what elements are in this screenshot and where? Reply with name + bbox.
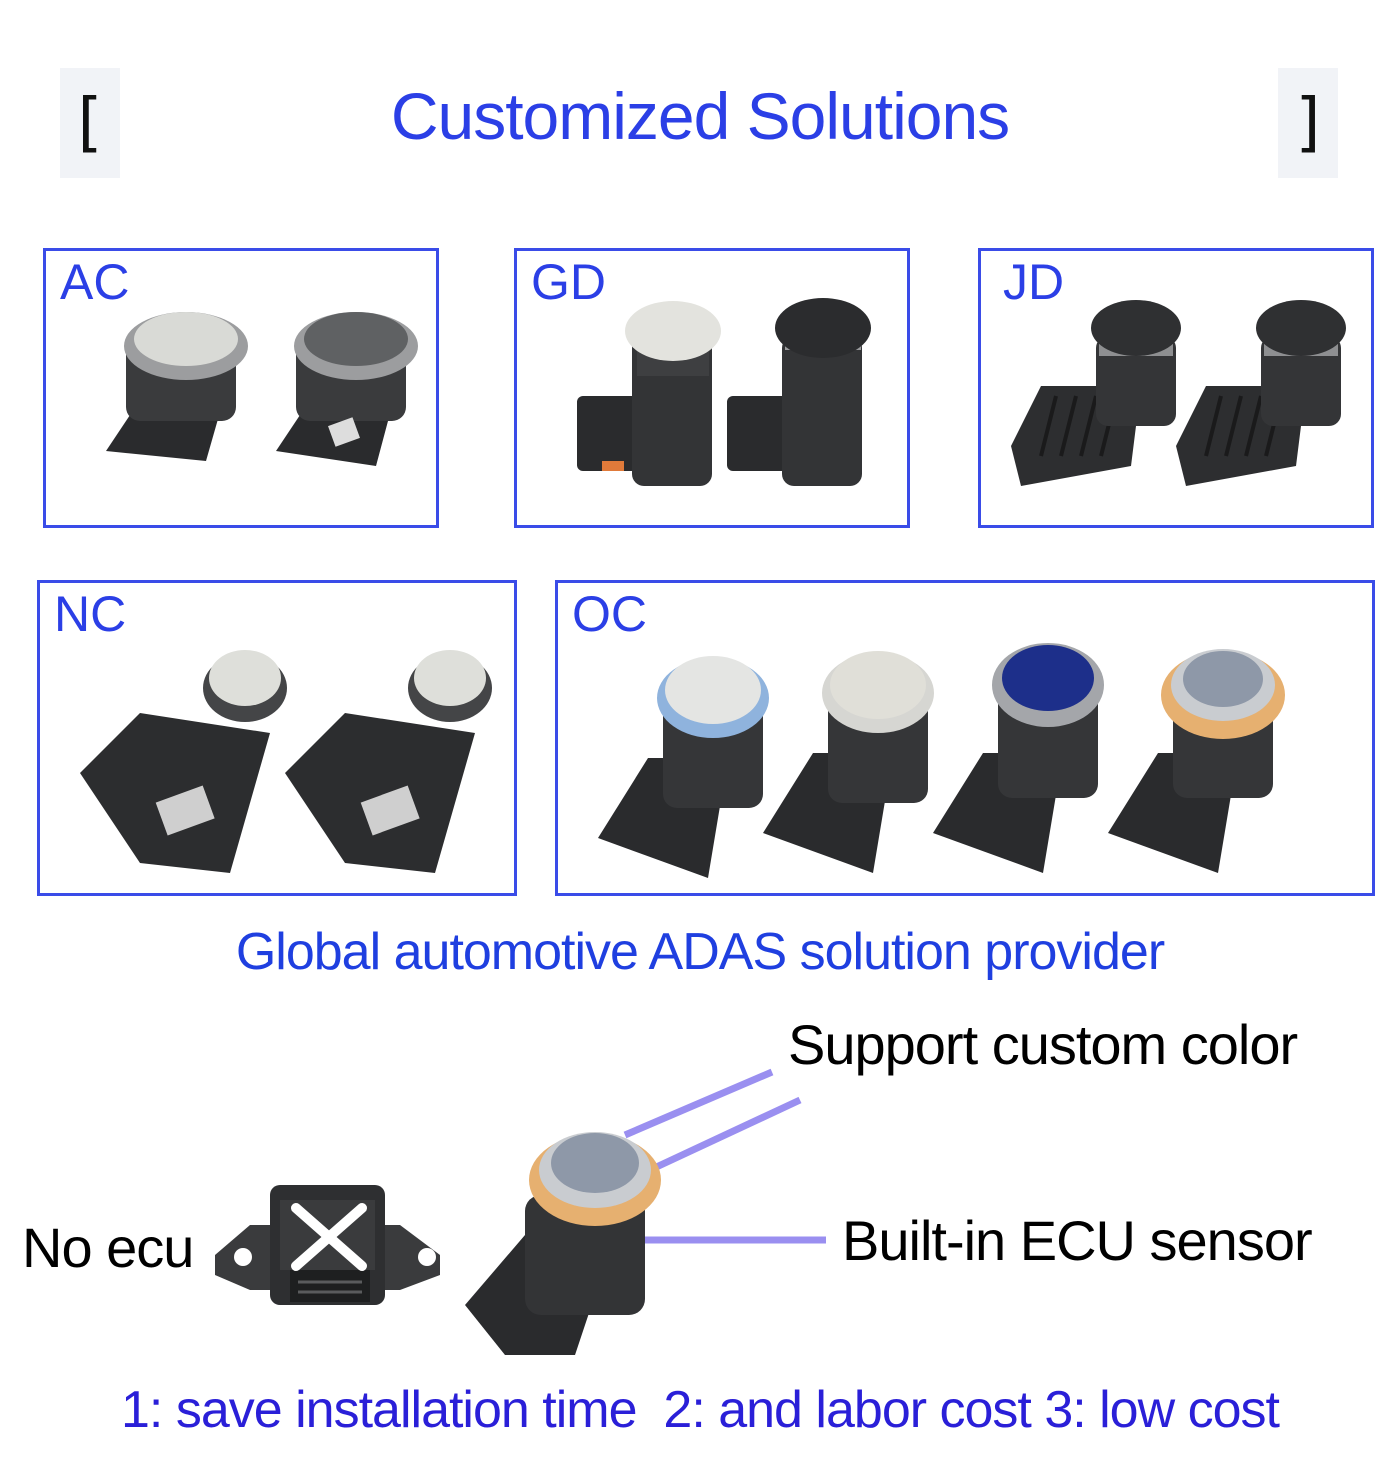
builtin-ecu-label: Built-in ECU sensor [842, 1209, 1313, 1272]
benefits-line: 1: save installation time 2: and labor c… [121, 1381, 1280, 1439]
sensor-image [465, 1132, 661, 1355]
product-group-jd: JD [978, 248, 1374, 528]
sensor-image [933, 643, 1104, 873]
product-group-gd: GD [514, 248, 910, 528]
custom-color-label: Support custom color [788, 1013, 1298, 1076]
sensor-image [1108, 649, 1285, 873]
sensor-images [1011, 300, 1346, 486]
sensor-image [106, 312, 248, 461]
right-bracket: ] [1278, 68, 1338, 178]
sensor-image [727, 298, 871, 486]
product-group-oc: OC [555, 580, 1375, 896]
sensor-image [80, 650, 287, 873]
group-label: JD [1003, 254, 1065, 310]
product-group-nc: NC [37, 580, 517, 896]
sensor-images [577, 298, 871, 486]
group-label: GD [531, 254, 606, 310]
sensor-image [285, 650, 492, 873]
sensor-image [1011, 300, 1181, 486]
product-group-ac: AC [43, 248, 439, 528]
sensor-image [763, 651, 934, 873]
sensor-image [577, 301, 721, 486]
group-label: OC [572, 586, 647, 642]
callout-lines [623, 1068, 826, 1244]
sensor-images [106, 312, 418, 466]
cross-icon [291, 1203, 367, 1271]
tagline: Global automotive ADAS solution provider [235, 923, 1165, 981]
left-bracket-glyph: [ [77, 86, 103, 160]
sensor-images [598, 643, 1285, 878]
sensor-images [80, 650, 492, 873]
sensor-image [276, 312, 418, 466]
right-bracket-glyph: ] [1295, 86, 1321, 160]
group-label: AC [60, 254, 130, 310]
sensor-image [598, 656, 769, 878]
sensor-image [1176, 300, 1346, 486]
group-label: NC [54, 586, 127, 642]
left-bracket: [ [60, 68, 120, 178]
no-ecu-label: No ecu [22, 1216, 194, 1279]
page-title: Customized Solutions [390, 79, 1010, 153]
ecu-module-image [215, 1185, 440, 1305]
